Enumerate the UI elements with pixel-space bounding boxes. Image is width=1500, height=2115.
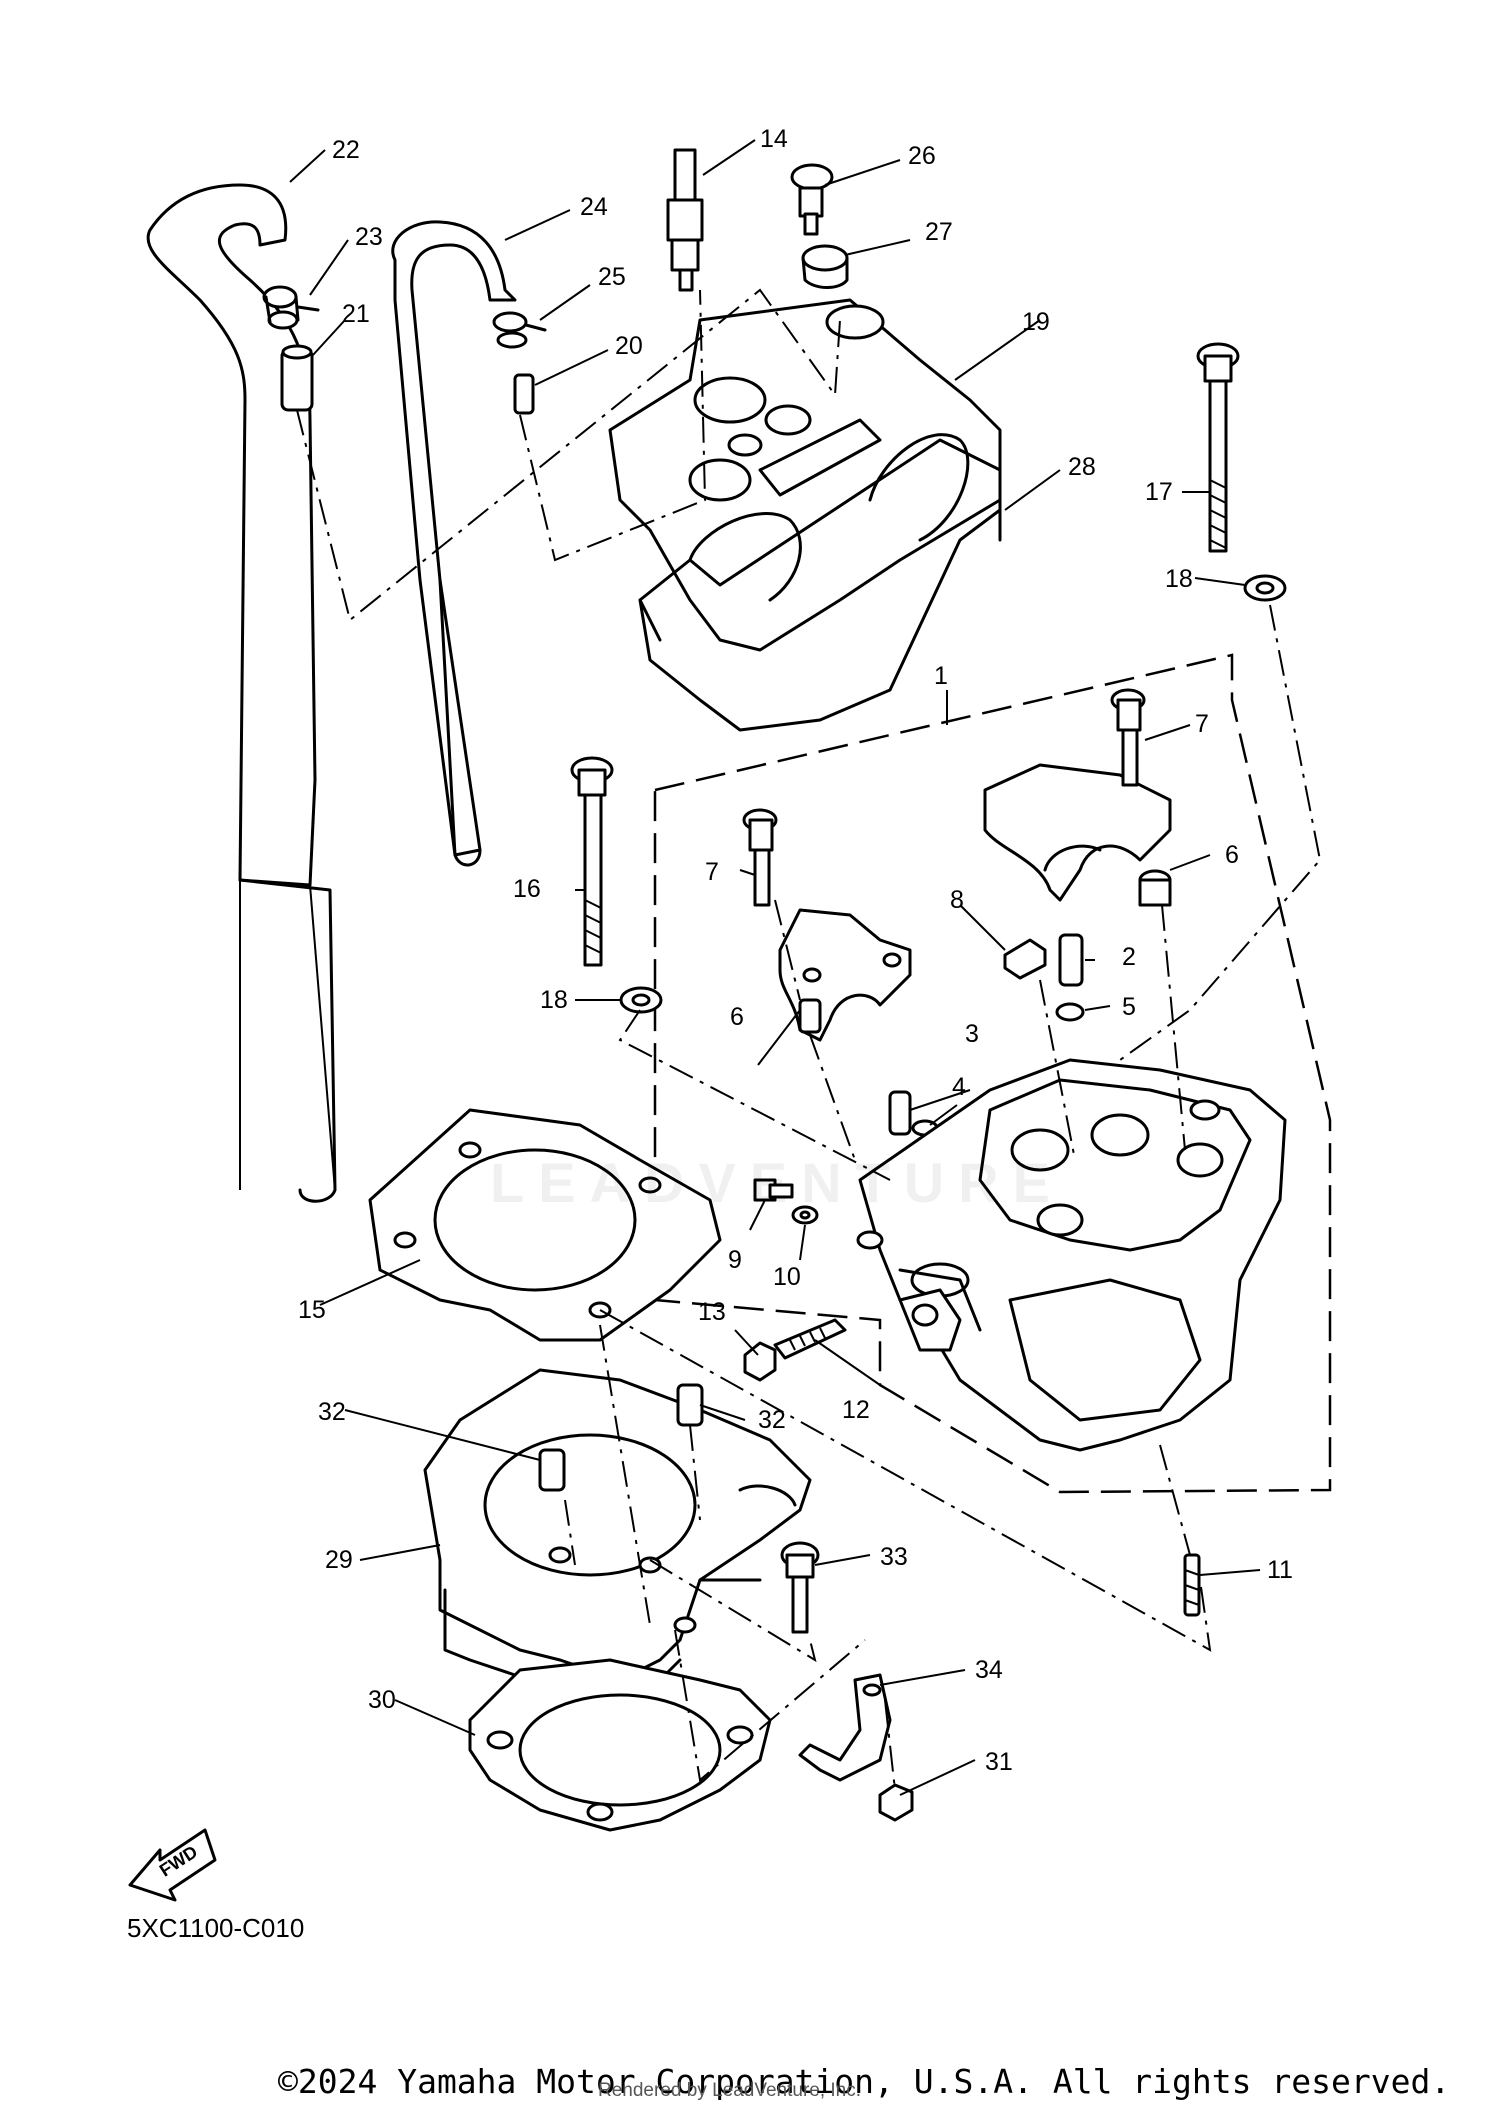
washer-18-left xyxy=(619,986,663,1014)
fitting-20 xyxy=(513,373,535,415)
bolt-16 xyxy=(570,756,614,967)
stud-12 xyxy=(773,1318,847,1360)
copyright-notice: ©2024 Yamaha Motor Corporation, U.S.A. A… xyxy=(278,2062,1451,2101)
leader-lines xyxy=(289,139,1261,1796)
fitting-21 xyxy=(280,344,314,412)
callout-15: 15 xyxy=(298,1296,326,1324)
callout-23: 23 xyxy=(355,223,383,251)
callout-30: 30 xyxy=(368,1686,396,1714)
callout-17: 17 xyxy=(1145,478,1173,506)
nut-13 xyxy=(743,1341,777,1382)
part-3 xyxy=(888,1090,912,1136)
camshaft-cap-upper xyxy=(983,763,1172,907)
washer-10 xyxy=(791,1205,819,1225)
callout-32-left: 32 xyxy=(318,1398,346,1426)
callout-14: 14 xyxy=(760,125,788,153)
breather-hose-24 xyxy=(391,220,517,867)
bolt-7-right xyxy=(1110,688,1146,787)
o-ring-5 xyxy=(1055,1002,1085,1022)
callout-12: 12 xyxy=(842,1396,870,1424)
spark-plug-14 xyxy=(666,148,704,292)
callout-9: 9 xyxy=(728,1246,742,1274)
assembly-1-box xyxy=(653,653,1332,1494)
callout-5: 5 xyxy=(1122,993,1136,1021)
callout-34: 34 xyxy=(975,1656,1003,1684)
callout-27: 27 xyxy=(925,218,953,246)
callout-21: 21 xyxy=(342,300,370,328)
rendered-by-notice: Rendered by LeadVenture, Inc. xyxy=(598,2080,862,2101)
callout-10: 10 xyxy=(773,1263,801,1291)
callout-11: 11 xyxy=(1267,1556,1293,1584)
stud-11 xyxy=(1183,1553,1201,1617)
callout-18-right: 18 xyxy=(1165,565,1193,593)
callout-31: 31 xyxy=(985,1748,1013,1776)
cylinder-base-gasket-30 xyxy=(468,1658,772,1832)
callout-7-left: 7 xyxy=(705,858,719,886)
callout-28: 28 xyxy=(1068,453,1096,481)
callout-6-right: 6 xyxy=(1225,841,1239,869)
callout-7-right: 7 xyxy=(1195,710,1209,738)
callout-18-left: 18 xyxy=(540,986,568,1014)
callout-1: 1 xyxy=(934,662,948,690)
clamp-25 xyxy=(492,311,547,349)
bolt-17 xyxy=(1196,342,1240,553)
cylinder-head-cover-19 xyxy=(608,298,1002,732)
cylinder-head-gasket-15 xyxy=(368,1108,722,1342)
grommet-27 xyxy=(801,244,849,289)
callout-24: 24 xyxy=(580,193,608,221)
callout-19: 19 xyxy=(1022,308,1050,336)
callout-3: 3 xyxy=(965,1020,979,1048)
bolt-7-left xyxy=(742,808,778,907)
callout-32-right: 32 xyxy=(758,1406,786,1434)
callout-25: 25 xyxy=(598,263,626,291)
part-2 xyxy=(1058,933,1084,987)
seal-8 xyxy=(1003,938,1047,980)
bolt-9 xyxy=(753,1178,794,1202)
callout-22: 22 xyxy=(332,136,360,164)
callout-16: 16 xyxy=(513,875,541,903)
bolt-26 xyxy=(790,163,834,236)
callout-29: 29 xyxy=(325,1546,353,1574)
alignment-lines xyxy=(296,288,1322,1791)
callout-8: 8 xyxy=(950,886,964,914)
breather-hose-22 xyxy=(146,183,337,1203)
bolt-33 xyxy=(780,1541,820,1634)
cylinder-29 xyxy=(423,1368,812,1702)
callout-2: 2 xyxy=(1122,943,1136,971)
washer-18-right xyxy=(1243,574,1287,602)
nut-31 xyxy=(878,1783,914,1822)
callout-6-left: 6 xyxy=(730,1003,744,1031)
dowel-6-lower xyxy=(798,998,822,1034)
clamp-23 xyxy=(262,285,320,330)
callout-4: 4 xyxy=(952,1073,966,1101)
callout-13: 13 xyxy=(698,1298,726,1326)
bracket-34 xyxy=(798,1673,892,1782)
callout-33: 33 xyxy=(880,1543,908,1571)
cylinder-head xyxy=(856,1058,1287,1452)
diagram-code: 5XC1100-C010 xyxy=(127,1913,305,1943)
callout-20: 20 xyxy=(615,332,643,360)
fwd-arrow-icon xyxy=(128,1828,217,1902)
watermark: LEADVENTURE xyxy=(490,1151,1065,1214)
callout-26: 26 xyxy=(908,142,936,170)
